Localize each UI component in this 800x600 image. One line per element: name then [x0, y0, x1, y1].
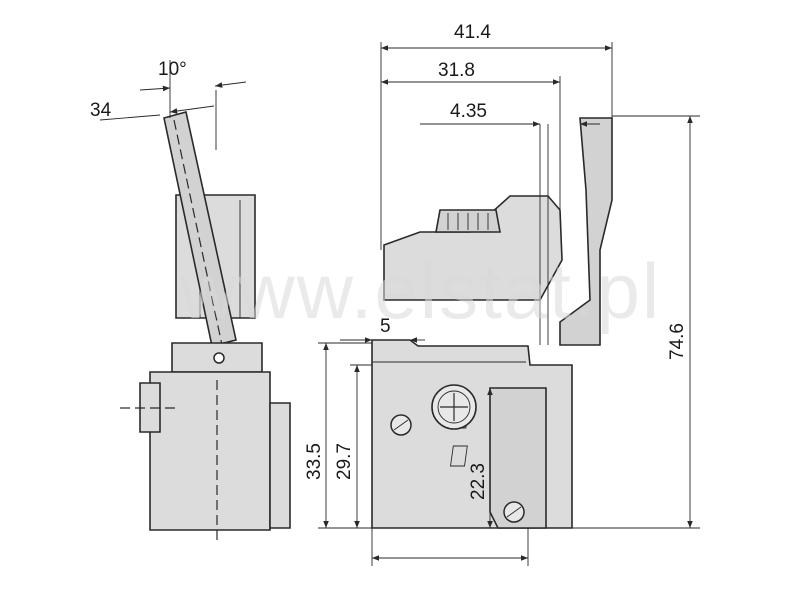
dim-width-body: 31.8	[438, 60, 475, 81]
front-view: 41.4 31.8 4.35 74.6 5 33.5 29.7 22.3	[304, 22, 700, 566]
dim-angle-top: 10°	[158, 59, 187, 80]
trigger-lever	[559, 117, 613, 346]
dim-trigger-offset: 4.35	[450, 101, 487, 122]
dim-height-body: 33.5	[304, 443, 325, 480]
watermark-text: www.elstat.pl	[179, 247, 661, 335]
side-lever	[163, 111, 237, 347]
dim-step-width: 5	[380, 316, 391, 337]
side-main-body	[149, 371, 271, 531]
side-view: 10° 34	[90, 59, 291, 540]
dim-terminal-height: 22.3	[468, 463, 489, 500]
dim-angle-side: 34	[90, 100, 112, 121]
dim-height-inner: 29.7	[334, 443, 355, 480]
dim-height-total: 74.6	[667, 323, 688, 360]
dim-width-total: 41.4	[454, 22, 491, 43]
